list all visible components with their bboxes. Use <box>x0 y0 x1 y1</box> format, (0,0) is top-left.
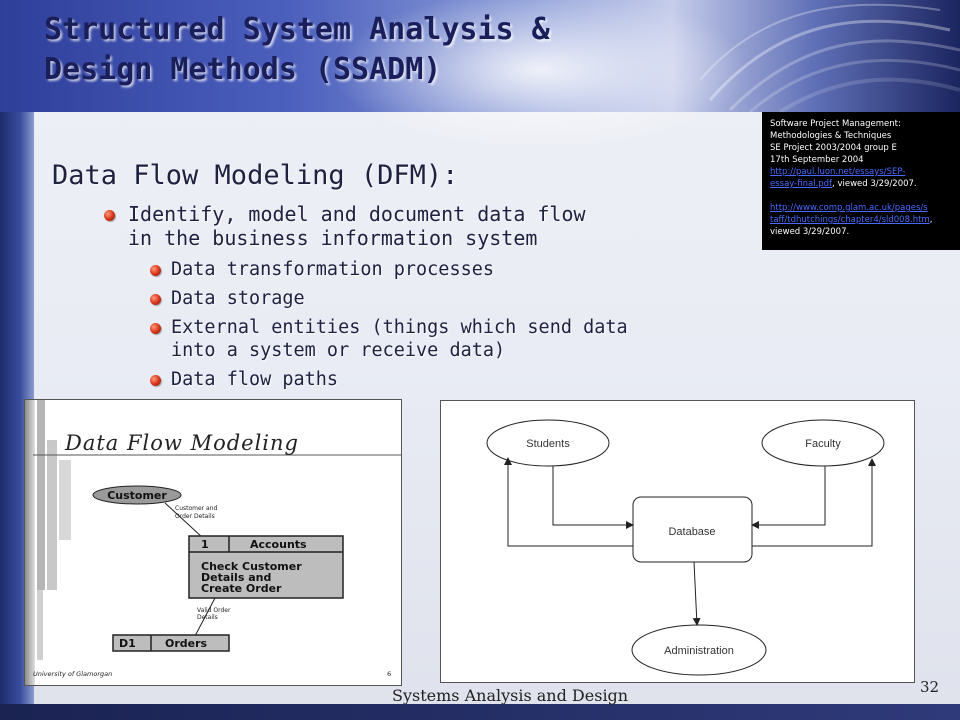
sub-bullet-storage: Data storage <box>150 287 690 310</box>
scan-process-id: 1 <box>201 538 209 551</box>
slide-title: Structured System Analysis & Design Meth… <box>44 10 704 90</box>
flow-students-to-database <box>552 466 634 529</box>
database-label: Database <box>668 526 715 538</box>
students-label: Students <box>526 438 570 450</box>
faculty-entity: Faculty <box>761 419 885 467</box>
scan-process-box: 1 Accounts Check Customer Details and Cr… <box>188 535 344 599</box>
sub-bullet-text-line-2: into a system or receive data) <box>171 340 506 361</box>
header-glow <box>330 0 750 150</box>
students-entity: Students <box>486 419 610 467</box>
scan-process-location: Accounts <box>250 538 307 551</box>
flow-database-to-administration <box>692 561 701 626</box>
scan-flow-label: Order Details <box>175 513 215 520</box>
faculty-label: Faculty <box>805 438 841 450</box>
scan-process-line: Details and <box>201 571 271 584</box>
scan-store-name: Orders <box>165 637 208 650</box>
administration-entity: Administration <box>631 624 767 676</box>
sub-bullet-text: Data transformation processes <box>171 259 495 280</box>
scan-decorative-bars <box>25 400 71 685</box>
sub-bullet-flow-paths: Data flow paths <box>150 368 690 391</box>
sub-bullet-text-line-1: External entities (things which send dat… <box>171 317 628 338</box>
reference-link-1[interactable]: http://paul.luon.net/essays/SEP- <box>770 166 960 178</box>
bullet-dot-icon <box>150 265 161 276</box>
bullet-dot-icon <box>150 375 161 386</box>
scan-customer-label: Customer <box>107 489 167 502</box>
reference-viewed-2-comma: , <box>929 215 933 225</box>
reference-link-1-part-2[interactable]: essay-final.pdf <box>770 179 833 189</box>
scan-flow-label: Customer and <box>175 505 218 512</box>
footer-text: Systems Analysis and Design <box>392 686 629 705</box>
scan-flow-label: Details <box>197 614 218 621</box>
scan-flow-line <box>164 502 204 539</box>
slide-title-line-2: Design Methods (SSADM) <box>44 52 442 87</box>
scan-store-id: D1 <box>119 637 136 650</box>
reference-line: 17th September 2004 <box>770 155 864 165</box>
scan-data-store: D1 Orders <box>112 634 230 652</box>
scan-slide-number: 6 <box>387 670 391 678</box>
bullet-identify: Identify, model and document data flow i… <box>104 202 694 250</box>
scan-process-line: Check Customer <box>201 560 302 573</box>
scan-title: Data Flow Modeling <box>64 431 299 455</box>
reference-line: SE Project 2003/2004 group E <box>770 143 897 153</box>
reference-box: Software Project Management: Methodologi… <box>762 112 960 250</box>
bullet-dot-icon <box>104 210 115 221</box>
sub-bullet-transformation: Data transformation processes <box>150 258 690 281</box>
bullet-dot-icon <box>150 323 161 334</box>
reference-line: Methodologies & Techniques <box>770 131 892 141</box>
reference-link-2-part-2[interactable]: taff/tdhutchings/chapter4/sld008.htm <box>770 215 930 225</box>
scan-university: University of Glamorgan <box>33 670 112 678</box>
reference-link-2-part-1[interactable]: http://www.comp.glam.ac.uk/pages/s <box>770 203 928 213</box>
reference-viewed-1: , viewed 3/29/2007. <box>832 179 917 189</box>
scan-flow-label: Valid Order <box>197 607 231 614</box>
sub-bullet-text: Data flow paths <box>171 369 339 390</box>
scan-customer-entity: Customer <box>92 485 182 505</box>
dfd-diagram: Students Faculty Database Administration <box>440 400 915 683</box>
bottom-decorative-band <box>0 704 960 720</box>
database-store: Database <box>632 496 753 563</box>
scan-process-line: Create Order <box>201 582 282 595</box>
sub-bullet-external-entities: External entities (things which send dat… <box>150 316 690 362</box>
scan-flow-line <box>194 597 216 637</box>
administration-label: Administration <box>664 645 734 657</box>
scanned-dfm-image: Data Flow Modeling Customer Customer and… <box>24 399 402 686</box>
sub-bullet-text: Data storage <box>171 288 305 309</box>
main-heading: Data Flow Modeling (DFM): <box>52 160 459 191</box>
reference-viewed-2: viewed 3/29/2007. <box>770 227 850 237</box>
slide-title-line-1: Structured System Analysis & <box>44 12 550 47</box>
bullet-text-line-2: in the business information system <box>128 226 538 250</box>
header-swirl-decoration <box>700 3 960 112</box>
reference-link-1-part-1[interactable]: http://paul.luon.net/essays/SEP- <box>770 167 906 177</box>
flow-faculty-to-database <box>751 466 826 529</box>
flow-database-to-students <box>504 457 633 547</box>
bullet-text-line-1: Identify, model and document data flow <box>128 202 586 226</box>
bullet-dot-icon <box>150 294 161 305</box>
page-number: 32 <box>920 678 940 696</box>
flow-database-to-faculty <box>752 458 876 547</box>
reference-line: Software Project Management: <box>770 119 901 129</box>
